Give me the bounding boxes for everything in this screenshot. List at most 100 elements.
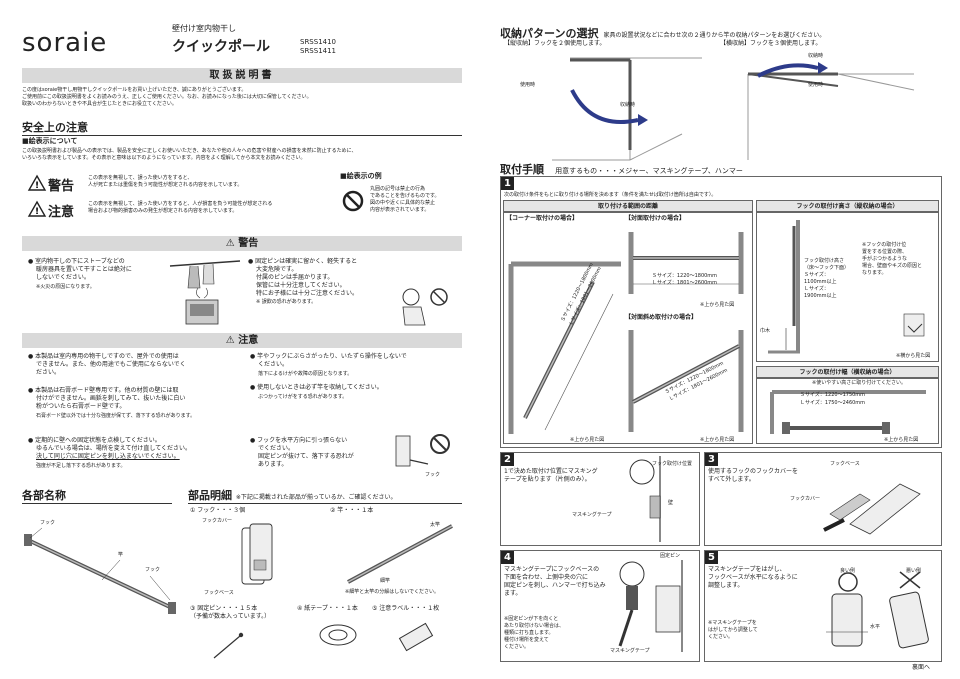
brand-logo: soraie bbox=[22, 28, 108, 58]
manual-title: 取扱説明書 bbox=[22, 68, 462, 83]
step-4-number: 4 bbox=[501, 551, 514, 564]
step-4-note-line: 種付け場所を変えて bbox=[504, 637, 549, 643]
bullet-text: 使用しないときは必ず竿を収納してください。 bbox=[257, 384, 383, 391]
tape-illustration bbox=[319, 624, 357, 646]
child-pin-illustration bbox=[402, 288, 448, 326]
step-2-desc-line: 1で決めた取付け位置にマスキング bbox=[504, 468, 598, 475]
step-3-box bbox=[704, 452, 942, 546]
hook-height-note-line: 場合、壁面やキズの原因と bbox=[862, 263, 923, 269]
hook-width-title: フックの取付け幅（横収納の場合） bbox=[756, 366, 939, 378]
step-4-note: ※固定ピンが下を向くと あたり取付けない場合は、 種類に打ち直します。 種付け場… bbox=[504, 616, 614, 651]
step-5-desc: マスキングテープをはがし、 フックベースが水平になるように 調整します。 bbox=[708, 566, 828, 590]
bullet-text: 粉がついたら石膏ボード壁です。 bbox=[36, 403, 126, 410]
step-5-desc-line: フックベースが水平になるように bbox=[708, 574, 798, 581]
step-5-box bbox=[704, 550, 942, 662]
example-desc-line: であることを告げるものです。 bbox=[370, 193, 440, 199]
bullet-text: 特にお子様には十分ご注意ください。 bbox=[256, 290, 359, 297]
part-item-1: ① フック・・・３個 bbox=[190, 507, 246, 514]
caution-desc-line: 場合および物的損害のみの発生が想定される内容を示しています。 bbox=[88, 208, 238, 214]
corner-mount-diagram bbox=[508, 261, 621, 434]
warning-small-icon: ⚠ bbox=[225, 238, 239, 249]
opposite-s-size: Ｓサイズ：1220～1800mm bbox=[652, 273, 718, 279]
part-item-3-label: ③ 固定ピン・・・１５本 bbox=[190, 605, 258, 612]
procedure-heading-row: 取付手順 用意するもの・・・メジャー、マスキングテープ、ハンマー bbox=[500, 158, 940, 177]
step-5-good-label: 良い例 bbox=[840, 568, 856, 574]
label-illustration bbox=[398, 622, 434, 652]
step-4-note-line: ください。 bbox=[504, 644, 530, 650]
step-5-desc-line: 調整します。 bbox=[708, 582, 744, 589]
step-3-number: 3 bbox=[705, 453, 718, 466]
step-5-note-line: はがしてから調整して bbox=[708, 627, 758, 633]
pictogram-heading: ■絵表示について bbox=[22, 137, 78, 145]
step-1-box bbox=[500, 176, 942, 448]
bullet-text: 付けができません。画鋲を刺してみて、抜いた後に白い bbox=[36, 395, 186, 402]
part-item-5: ⑤ 注意ラベル・・・１枚 bbox=[372, 605, 440, 612]
intro-line: 取扱いのわからないときや不具合が生じたときにお役立てください。 bbox=[22, 101, 177, 107]
caution-right-3: ● フックを水平方向に引っ張らない でください。 固定ピンが抜けて、落下する恐れ… bbox=[250, 437, 380, 469]
vertical-use-label: 使用時 bbox=[520, 82, 536, 88]
step-2-desc: 1で決めた取付け位置にマスキング テープを貼ります（片側のみ）。 bbox=[504, 468, 624, 484]
pin-illustration bbox=[213, 632, 244, 659]
procedure-heading: 取付手順 bbox=[500, 163, 544, 176]
step-4-illustration bbox=[618, 560, 683, 652]
model-number-1: SRSS1410 bbox=[300, 38, 337, 46]
stove-illustration bbox=[169, 260, 241, 325]
parts-list-title: 部品明細 bbox=[188, 489, 232, 502]
bullet-text: 定期的に壁への固定状態を点検してください。 bbox=[35, 437, 161, 444]
baseboard-label: 巾木 bbox=[760, 328, 771, 334]
diagonal-mount-diagram bbox=[628, 330, 744, 432]
step-5-good-illustration bbox=[826, 572, 868, 647]
bullet-text: 固定ピンが抜けて、落下する恐れが bbox=[258, 453, 354, 460]
intro-text: この度はsoraie物干し用物干しクイックポールをお買い上げいただき、誠にありが… bbox=[22, 87, 462, 108]
diagonal-label: 【対面斜め取付けの場合】 bbox=[625, 314, 698, 321]
warning-item-1: ● 室内物干しの下にストーブなどの 暖房器具を置いて干すことは絶対に しないでく… bbox=[28, 258, 168, 291]
range-area bbox=[503, 212, 753, 444]
warning-triangle-icon: ! bbox=[27, 174, 47, 191]
bullet-text: 付属のピンは手届かります。 bbox=[256, 274, 334, 281]
step-5-number: 5 bbox=[705, 551, 718, 564]
bullet-text: ● 室内物干しの下にストーブなどの bbox=[28, 258, 125, 265]
example-desc-line: 丸囲の記号は禁止の行為 bbox=[370, 186, 426, 192]
step-3-illustration bbox=[823, 483, 921, 535]
example-desc-line: 図の中や近くに具体的な禁止 bbox=[370, 200, 436, 206]
caution-note: 強度が不足し落下する恐れがあります。 bbox=[36, 463, 126, 469]
prohibition-icon bbox=[342, 190, 364, 212]
pole-thick-label: 太竿 bbox=[430, 522, 441, 528]
storage-desc: 家具の設置状況などに合わせ次の２通りから竿の収納パターンをお選びください。 bbox=[603, 32, 826, 39]
example-desc-line: 内容が表示されています。 bbox=[370, 207, 430, 213]
step-3-desc-line: 使用するフックのフックカバーを bbox=[708, 468, 799, 475]
vertical-store-label: 収納時 bbox=[620, 102, 636, 108]
intro-line: この度はsoraie物干し用物干しクイックポールをお買い上げいただき、誠にありが… bbox=[22, 87, 247, 93]
caution-section-title: 注意 bbox=[238, 335, 259, 346]
pictogram-desc-line: この取扱説明書および製品への表示では、製品を安全に正しくお使いいただき、あなたや… bbox=[22, 148, 357, 154]
bullet-text: ださい。 bbox=[36, 369, 61, 376]
horizontal-store-label: 収納時 bbox=[808, 53, 824, 59]
step-1-desc: 次の取付け条件をもとに取り付ける場所を決めます（条件を満たせば取付け箇所は自由で… bbox=[504, 192, 717, 198]
storage-heading-row: 収納パターンの選択 家具の設置状況などに合わせ次の２通りから竿の収納パターンをお… bbox=[500, 22, 940, 41]
bullet-text: 保管には十分注意してください。 bbox=[256, 282, 346, 289]
hook-height-note-line: ※フックの取付け位 bbox=[862, 242, 907, 248]
caution-note: 落下によるけがや故障の原因となります。 bbox=[258, 371, 353, 377]
step-4-desc-line: 下面を合わせ、上側中央の穴に bbox=[504, 574, 589, 581]
step-2-box bbox=[500, 452, 700, 546]
hook-height-area bbox=[756, 212, 939, 362]
warning-desc-line: 人が死亡または重傷を負う可能性が想定される内容を示しています。 bbox=[88, 182, 243, 188]
caution-note: 石膏ボード壁以外では十分な強度が保てず、落下する恐れがあります。 bbox=[36, 413, 196, 419]
model-number-2: SRSS1411 bbox=[300, 47, 337, 55]
pole-part-illustration bbox=[347, 524, 453, 584]
corner-from-top: ※上から見た図 bbox=[570, 437, 605, 443]
caution-desc: この表示を無視して、誤った使い方をすると、人が損害を負う可能性が想定される 場合… bbox=[88, 201, 348, 215]
step-2-tape-label: マスキングテープ bbox=[572, 512, 612, 518]
hook-part-illustration bbox=[241, 523, 273, 585]
safety-heading: 安全上の注意 bbox=[22, 119, 462, 136]
warning-note: ※ 誤飲の恐れがあります。 bbox=[256, 299, 317, 305]
intro-line: ご使用前にこの取扱説明書をよくお読みのうえ、正しくご使用ください。なお、お読みに… bbox=[22, 94, 312, 100]
step-5-note-line: ※マスキングテープを bbox=[708, 620, 757, 626]
step-4-box bbox=[500, 550, 700, 662]
part-item-3-sub: （予備が数本入っています。） bbox=[190, 613, 271, 620]
caution-section-header: ⚠ 注意 bbox=[22, 333, 462, 348]
warning-desc-line: この表示を無視して、誤った使い方をすると、 bbox=[88, 175, 193, 181]
caution-desc-line: この表示を無視して、誤った使い方をすると、人が損害を負う可能性が想定される bbox=[88, 201, 273, 207]
corner-label: 【コーナー取付けの場合】 bbox=[506, 215, 579, 222]
step-3-base-label: フックベース bbox=[830, 461, 860, 467]
